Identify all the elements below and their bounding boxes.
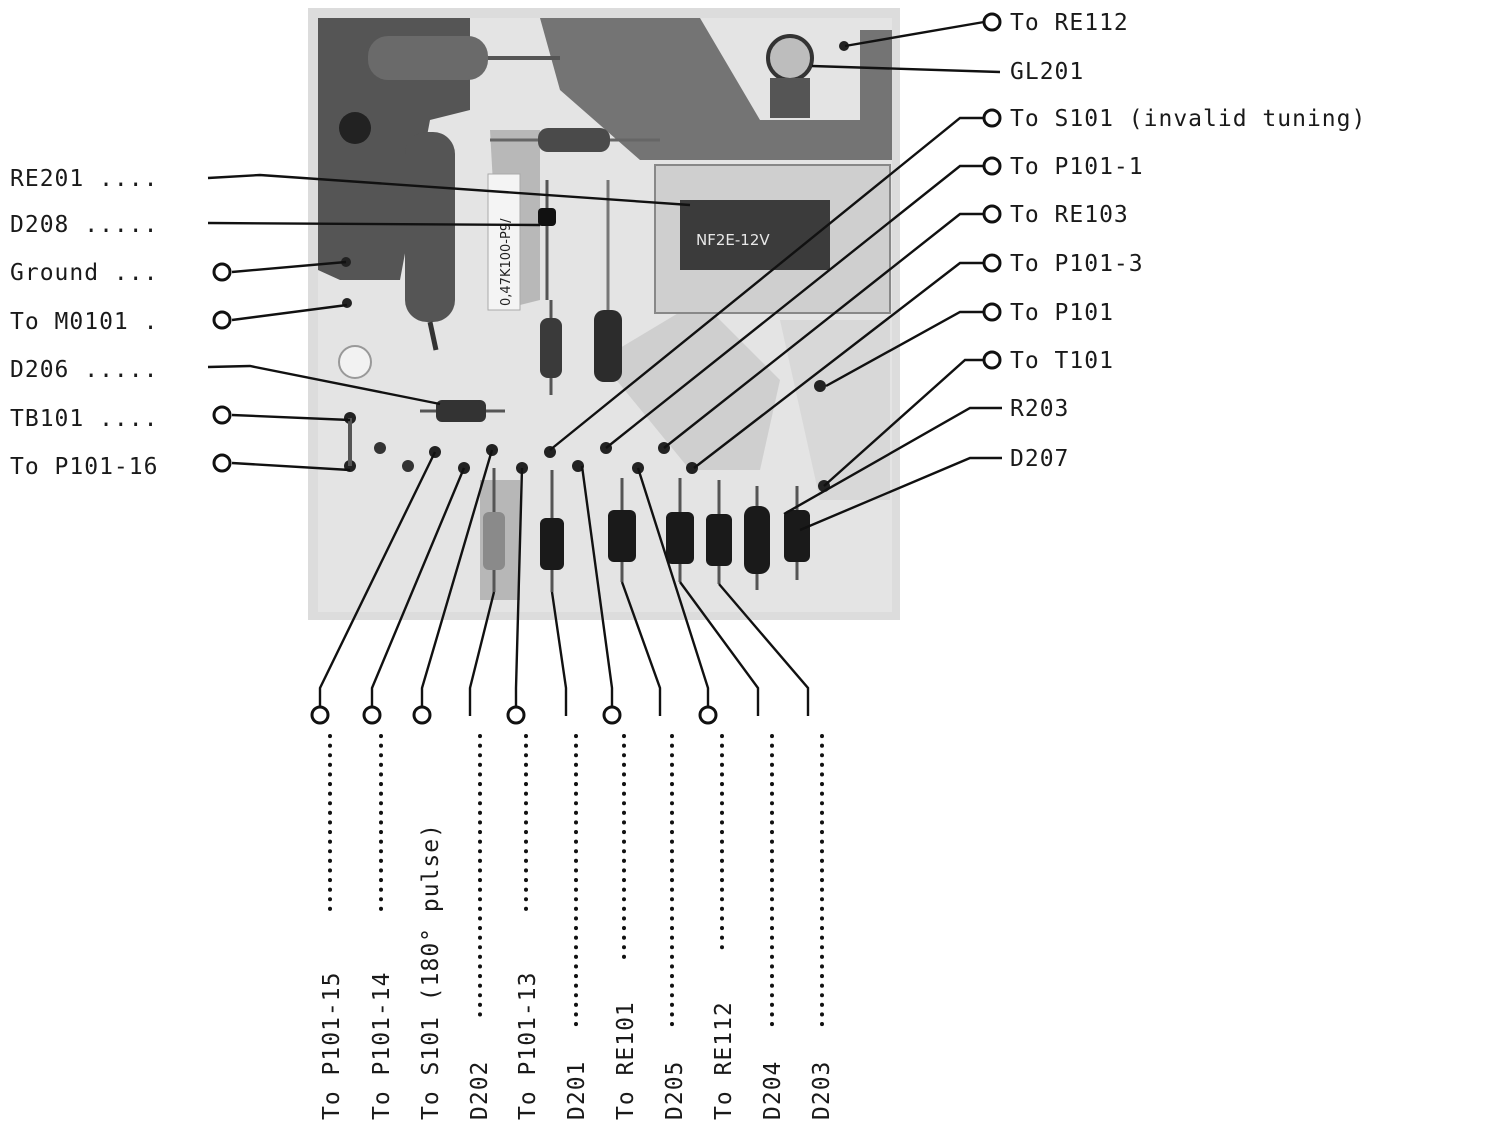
label-to-p101-16: To P101-16 [10, 454, 158, 480]
label-d206: D206 ..... [10, 357, 158, 383]
label-to-p101-15: To P101-15 [319, 972, 345, 1120]
label-d203: D203 [809, 1061, 835, 1120]
mounting-hole-icon [339, 112, 371, 144]
diode-icon [436, 400, 486, 422]
label-to-p101-3: To P101-3 [1010, 251, 1144, 277]
capacitor-icon [405, 132, 455, 322]
resistor-icon [368, 36, 488, 80]
bottom-diodes [483, 468, 810, 592]
label-tb101: TB101 .... [10, 406, 158, 432]
bottom-callout-leads [318, 449, 810, 716]
film-capacitor-icon [487, 173, 521, 311]
label-to-m0101: To M0101 . [10, 309, 158, 335]
left-callout-leads [207, 173, 691, 472]
label-d204: D204 [760, 1061, 786, 1120]
left-callout-terminals [212, 262, 232, 473]
label-d207: D207 [1010, 446, 1069, 472]
label-gl201: GL201 [1010, 59, 1084, 85]
bottom-callout-terminals [310, 705, 718, 725]
label-to-s101-180-pulse: To S101 (180° pulse) [418, 823, 444, 1120]
label-ground: Ground ... [10, 260, 158, 286]
right-callout-leads [549, 20, 1002, 532]
label-to-re103: To RE103 [1010, 202, 1129, 228]
bottom-dotted-leaders [328, 734, 824, 1032]
right-labels: To RE112 GL201 To S101 (invalid tuning) … [1010, 10, 1366, 472]
diode-icon [538, 208, 556, 226]
label-to-t101: To T101 [1010, 348, 1114, 374]
label-d202: D202 [467, 1061, 493, 1120]
lamp-icon [766, 34, 814, 82]
label-to-s101-invalid-tuning: To S101 (invalid tuning) [1010, 106, 1366, 132]
resistor-icon [538, 128, 610, 152]
resistor-icon [594, 310, 622, 382]
label-to-re112-top: To RE112 [1010, 10, 1129, 36]
bottom-labels: To P101-15 To P101-14 To S101 (180° puls… [319, 823, 835, 1120]
label-to-re101: To RE101 [613, 1001, 639, 1120]
label-to-p101-13: To P101-13 [515, 972, 541, 1120]
label-d201: D201 [564, 1061, 590, 1120]
resistor-icon [540, 318, 562, 378]
label-r203: R203 [1010, 396, 1069, 422]
label-to-p101-1: To P101-1 [1010, 154, 1144, 180]
relay-marking: NF2E-12V [696, 231, 770, 249]
label-to-p101: To P101 [1010, 300, 1114, 326]
left-labels: RE201 .... D208 ..... Ground ... To M010… [10, 166, 158, 480]
label-d208: D208 ..... [10, 212, 158, 238]
right-callout-terminals [982, 12, 1002, 370]
capacitor-marking: 0,47K100-P9/ [499, 218, 514, 306]
label-d205: D205 [662, 1061, 688, 1120]
label-to-re112-bottom: To RE112 [711, 1001, 737, 1120]
label-to-p101-14: To P101-14 [369, 972, 395, 1120]
circuit-board-photo: 0,47K100-P9/ NF2E-12V [308, 8, 900, 620]
label-re201: RE201 .... [10, 166, 158, 192]
